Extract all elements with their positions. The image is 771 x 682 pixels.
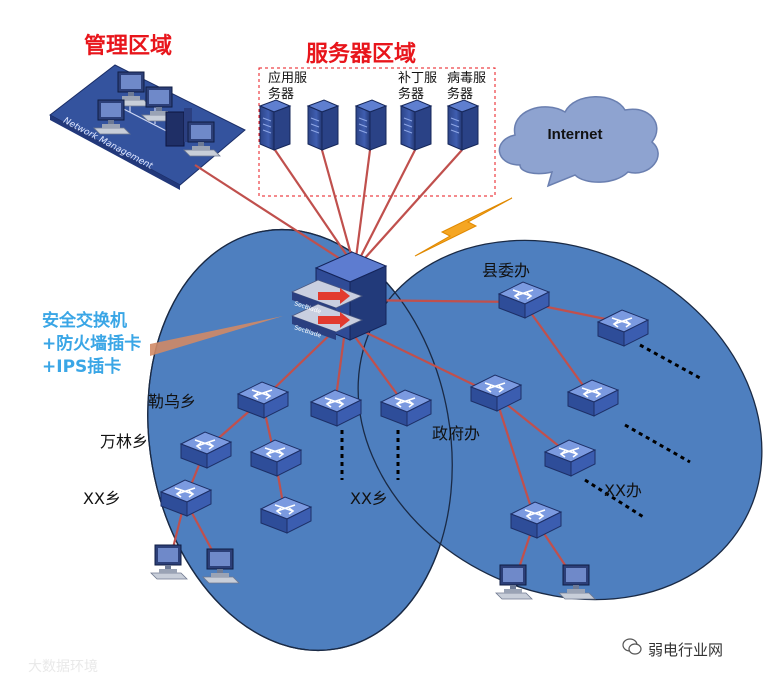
wechat-icon: [622, 638, 642, 655]
security-switch-caption-line-1: 安全交换机: [42, 311, 127, 331]
security-switch-caption: 安全交换机 +防火墙插卡 +IPS插卡: [42, 310, 141, 379]
xx-office-label: XX办: [604, 481, 642, 500]
antivirus-server-icon: [447, 99, 479, 151]
lightning-bolt-icon: [414, 197, 513, 257]
app-server-label: 应用服 务器: [268, 71, 307, 102]
gov-office-label: 政府办: [432, 424, 481, 443]
callout-pointer: [150, 316, 283, 356]
server-zone-title: 服务器区域: [306, 42, 417, 67]
internet-label: Internet: [547, 126, 602, 143]
antivirus-server-label-line-2: 务器: [447, 86, 474, 102]
antivirus-server-label-line-1: 病毒服: [447, 71, 487, 86]
patch-server-label: 补丁服 务器: [398, 71, 437, 102]
county-office-label: 县委办: [482, 261, 531, 280]
lewu-town-label: 勒乌乡: [148, 392, 197, 411]
wanlin-town-label: 万林乡: [100, 432, 149, 451]
server-zone-box: [258, 67, 496, 197]
security-switch-chassis-icon: [290, 251, 388, 341]
xx-town-left-label: XX乡: [83, 489, 121, 508]
internet-cloud-icon: [498, 96, 659, 188]
server-3-icon: [355, 99, 387, 151]
watermark-left: 大数据环境: [28, 659, 98, 675]
patch-server-icon: [400, 99, 432, 151]
xx-town-mid-label: XX乡: [350, 489, 388, 508]
continuation-dots: [340, 343, 701, 520]
mgmt-zone-title: 管理区域: [84, 34, 173, 59]
server-2-icon: [307, 99, 339, 151]
security-switch-caption-line-3: +IPS插卡: [42, 356, 122, 377]
security-switch-caption-line-2: +防火墙插卡: [42, 333, 142, 354]
app-server-label-line-2: 务器: [268, 86, 295, 102]
app-server-label-line-1: 应用服: [268, 71, 308, 86]
town-zone-outline: [147, 228, 453, 652]
patch-server-label-line-2: 务器: [398, 86, 425, 102]
watermark-right: 弱电行业网: [648, 641, 724, 659]
antivirus-server-label: 病毒服 务器: [447, 71, 486, 102]
app-server-icon: [259, 99, 291, 151]
patch-server-label-line-1: 补丁服: [398, 71, 438, 86]
